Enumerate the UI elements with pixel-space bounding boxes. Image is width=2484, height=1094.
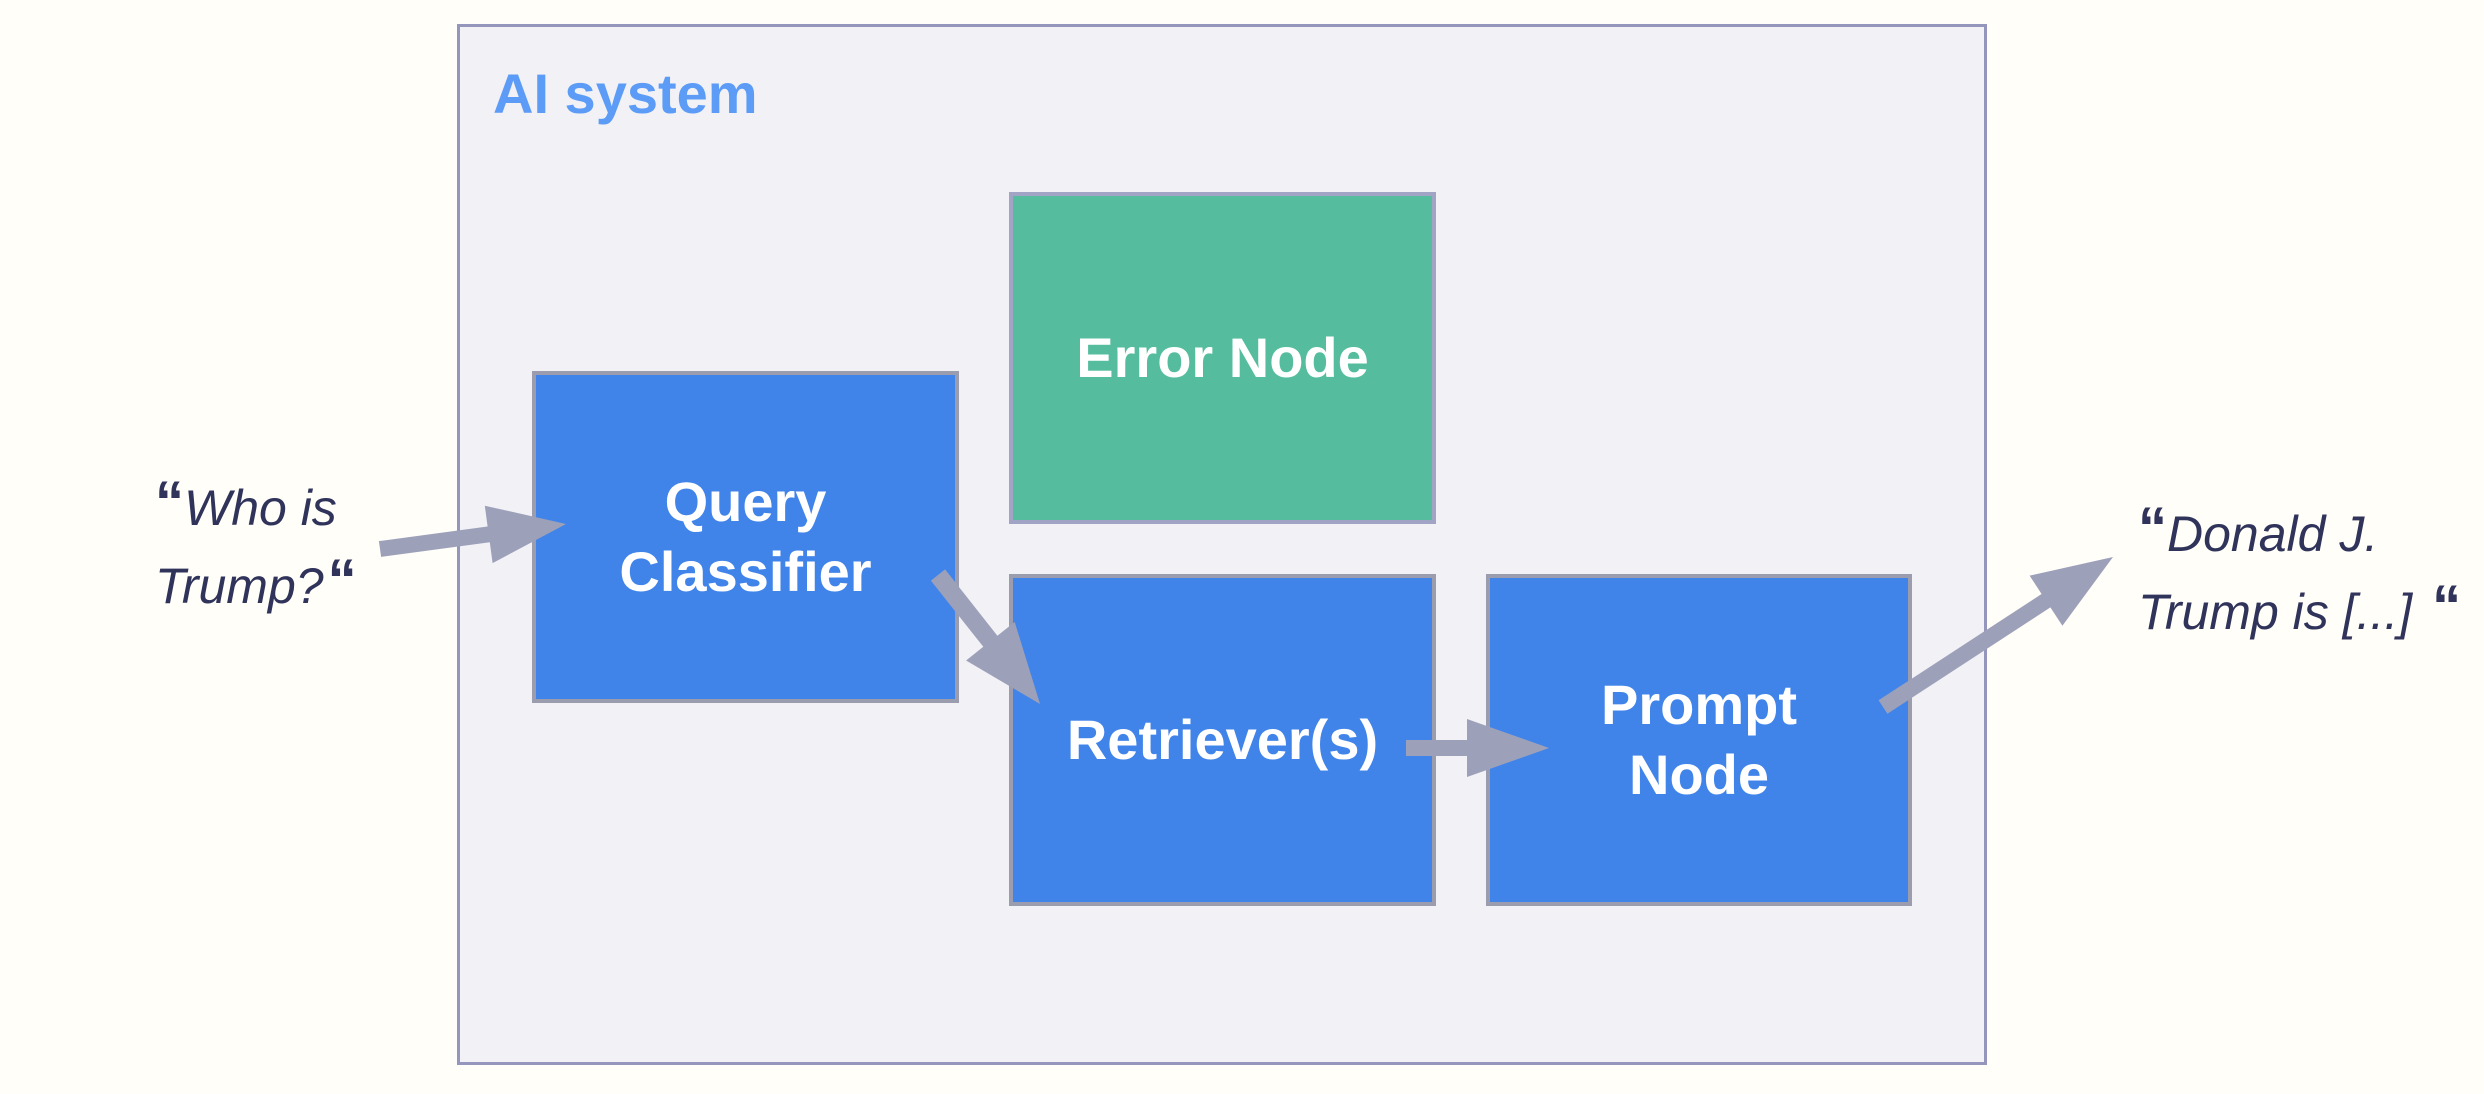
- input-quote-line-1: “Who is: [155, 468, 357, 546]
- input-close-quote-mark: “: [327, 548, 357, 613]
- output-close-quote-mark: “: [2432, 574, 2462, 639]
- error-node-label: Error Node: [1076, 323, 1369, 393]
- output-quote-text-1: Donald J.: [2167, 506, 2379, 562]
- query-classifier-label: Query Classifier: [619, 467, 871, 607]
- prompt-node-label-line-2: Node: [1629, 743, 1769, 806]
- input-quote-line-2: Trump?“: [155, 546, 357, 624]
- input-open-quote-mark: “: [155, 470, 184, 535]
- prompt-node-label-line-1: Prompt: [1601, 673, 1797, 736]
- output-open-quote-mark: “: [2138, 496, 2167, 561]
- input-quote-text-1: Who is: [184, 480, 337, 536]
- input-quote: “Who is Trump?“: [155, 468, 357, 624]
- error-node: Error Node: [1009, 192, 1436, 524]
- retrievers-label: Retriever(s): [1067, 705, 1378, 775]
- input-quote-text-2: Trump?: [155, 558, 324, 614]
- ai-system-title: AI system: [493, 62, 758, 125]
- prompt-node: Prompt Node: [1486, 574, 1912, 906]
- prompt-node-label: Prompt Node: [1601, 670, 1797, 810]
- output-quote-line-1: “Donald J.: [2138, 494, 2461, 572]
- retrievers-node: Retriever(s): [1009, 574, 1436, 906]
- error-node-label-line-1: Error Node: [1076, 326, 1369, 389]
- retrievers-label-line-1: Retriever(s): [1066, 708, 1379, 771]
- output-quote-line-2: Trump is [...] “: [2138, 572, 2461, 650]
- query-classifier-node: Query Classifier: [532, 371, 959, 703]
- output-quote: “Donald J. Trump is [...]“: [2138, 494, 2461, 650]
- query-classifier-label-line-2: Classifier: [619, 540, 872, 603]
- query-classifier-label-line-1: Query: [664, 470, 827, 533]
- output-quote-text-2: Trump is [...]: [2138, 584, 2413, 640]
